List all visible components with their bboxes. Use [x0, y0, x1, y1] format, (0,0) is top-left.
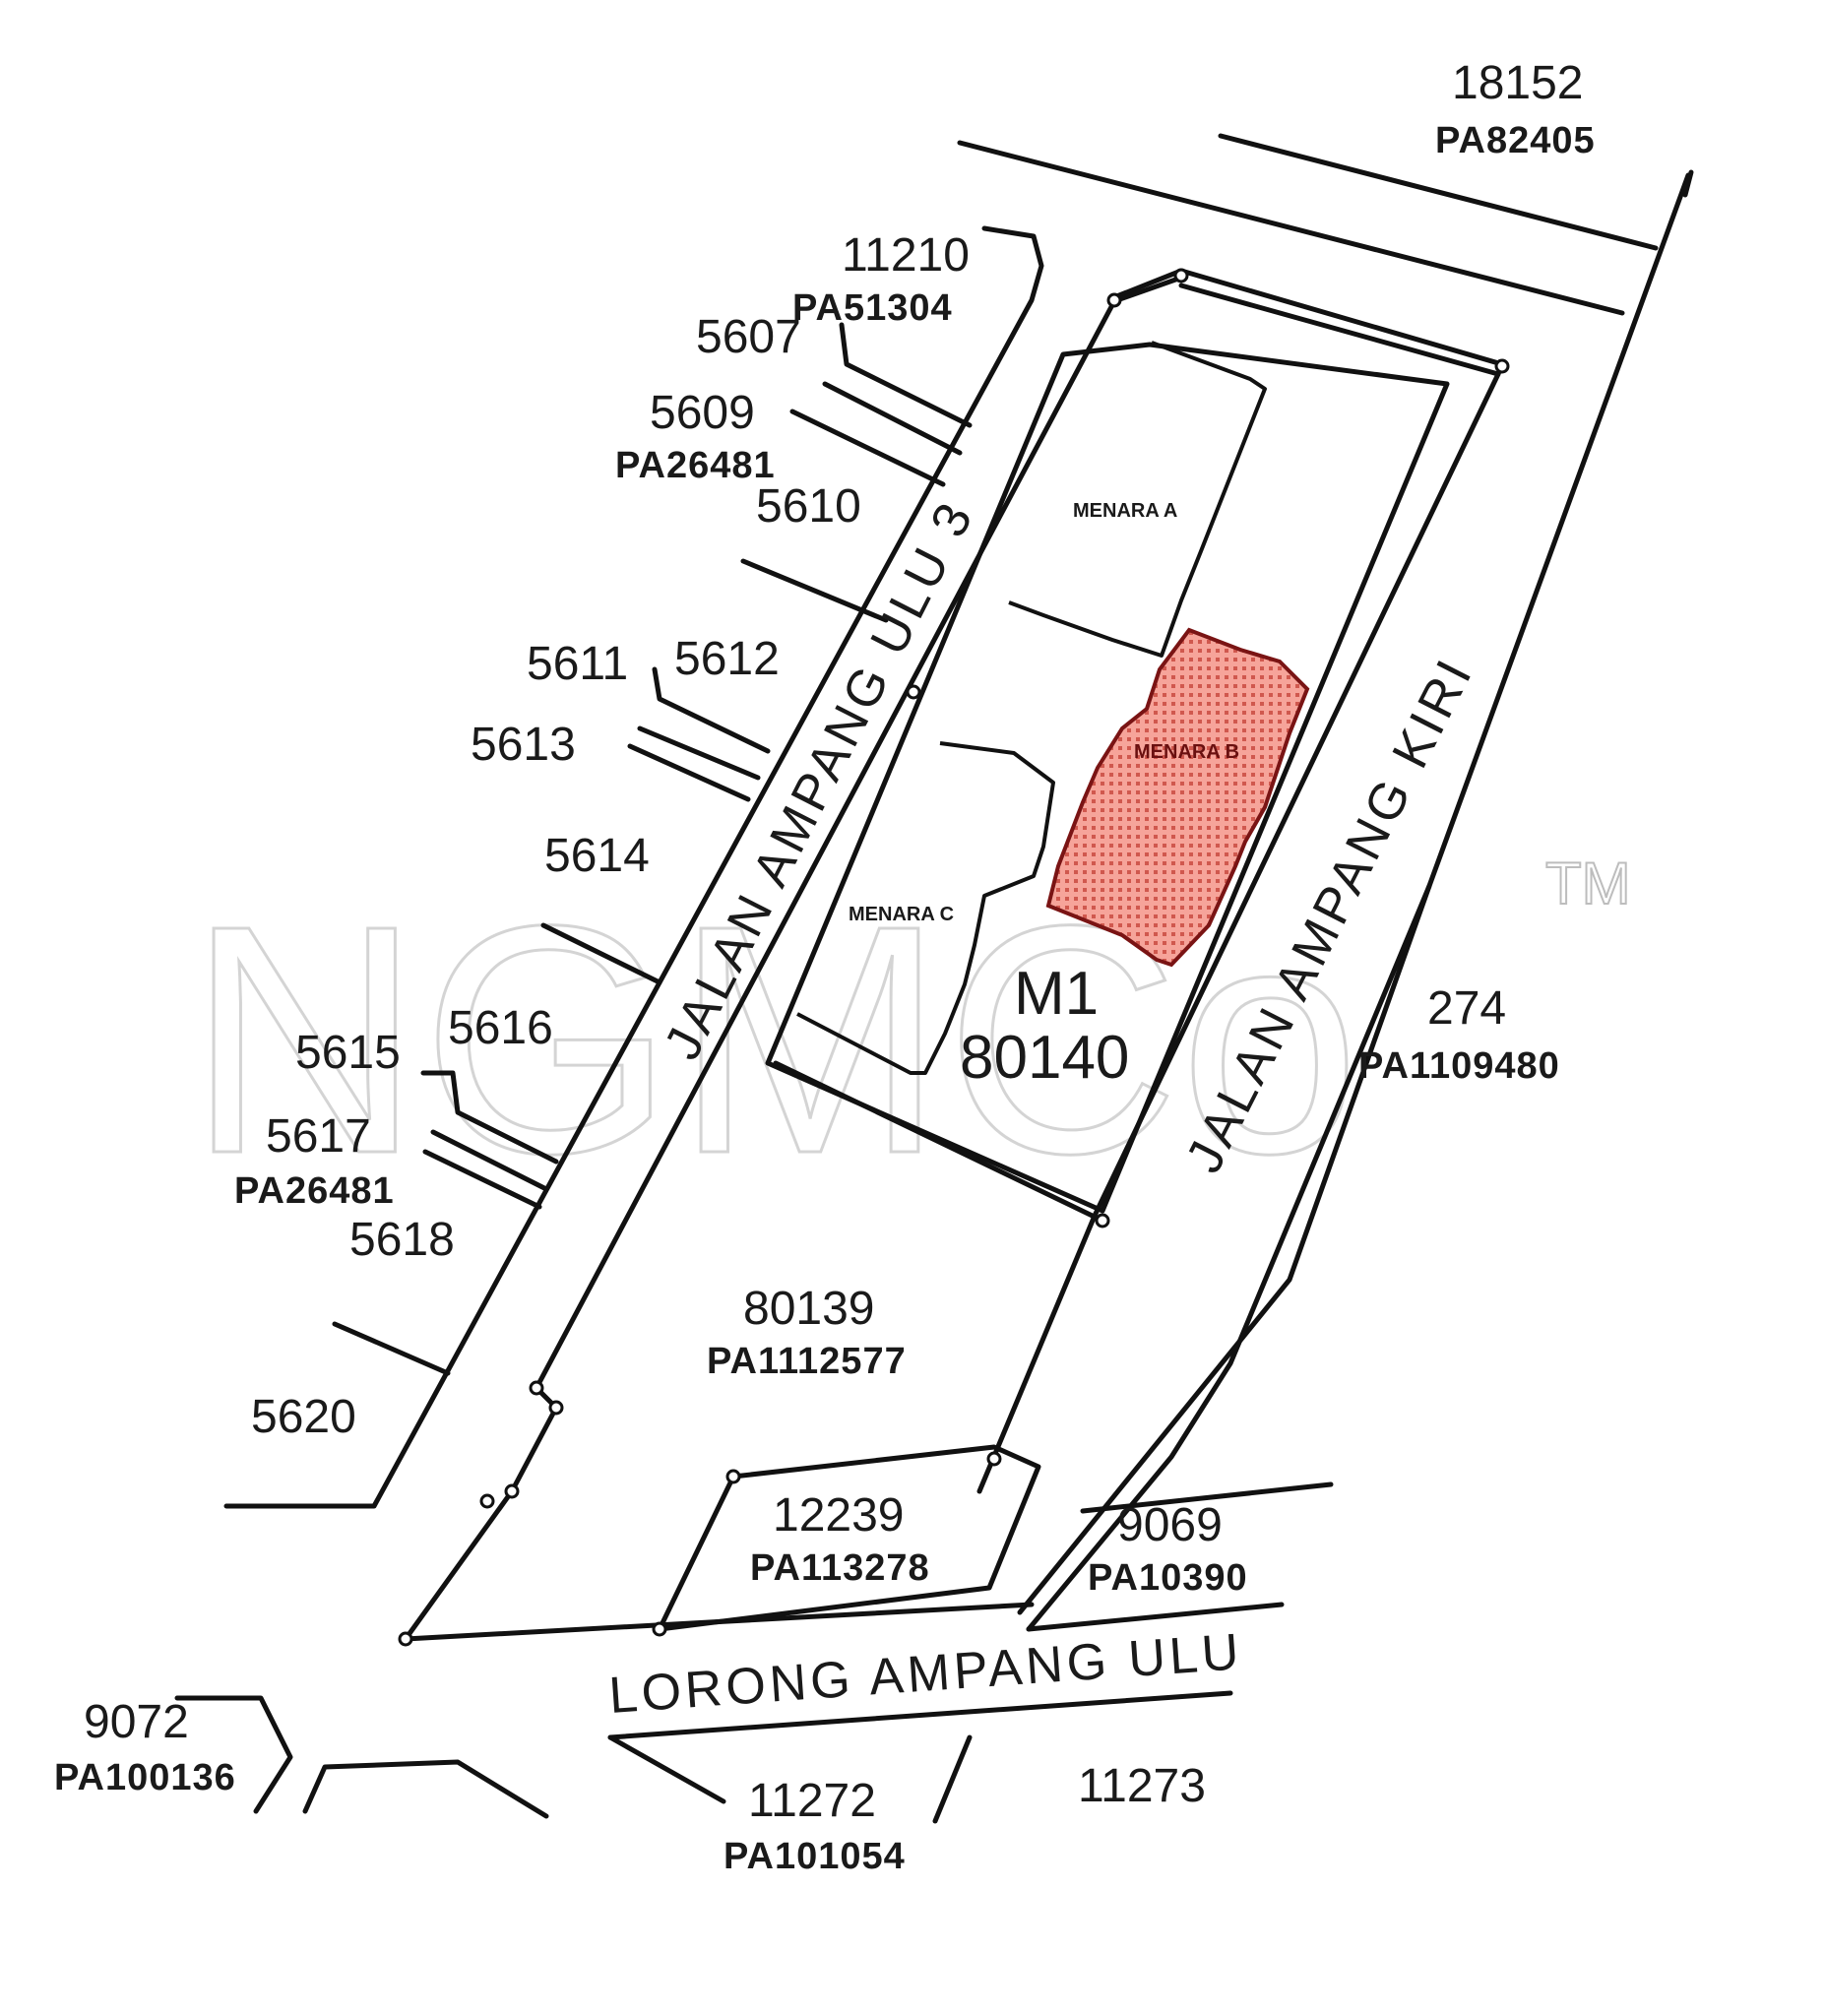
- lot-number: 5618: [349, 1214, 455, 1266]
- lot-5612[interactable]: 5612: [674, 633, 780, 685]
- lot-11210[interactable]: 11210 PA51304: [792, 229, 970, 329]
- lot-pa-number: PA101054: [724, 1836, 906, 1877]
- lot-pa-number: PA10390: [1088, 1557, 1248, 1599]
- lot-274[interactable]: 274 PA1109480: [1358, 982, 1560, 1087]
- lot-number: 5617: [266, 1110, 371, 1163]
- lot-divider: [773, 1060, 1105, 1224]
- lot-5611[interactable]: 5611: [527, 638, 628, 690]
- building-menara-c[interactable]: MENARA C: [796, 741, 1055, 1075]
- lot-5613[interactable]: 5613: [471, 719, 576, 771]
- lot-5610[interactable]: 5610: [756, 480, 861, 533]
- lot-number: 5613: [471, 719, 576, 771]
- southern-lot-lines: [174, 1444, 1334, 1824]
- lot-9072[interactable]: 9072 PA100136: [54, 1696, 236, 1798]
- lot-9069[interactable]: 9069 PA10390: [1088, 1499, 1248, 1599]
- lot-number: 5615: [295, 1027, 401, 1079]
- lot-pa-number: PA51304: [792, 287, 953, 329]
- lot-pa-number: PA26481: [234, 1170, 395, 1212]
- lot-number: 5610: [756, 480, 861, 533]
- main-lot-code: M1: [1014, 960, 1099, 1028]
- lot-80139[interactable]: 80139 PA1112577: [707, 1283, 907, 1382]
- lot-pa-number: PA26481: [615, 445, 776, 486]
- lot-pa-number: PA1112577: [707, 1341, 907, 1382]
- lot-number: 5607: [696, 311, 801, 363]
- jalan-ampang-kiri-west-edge: [976, 1213, 1098, 1494]
- lot-5620[interactable]: 5620: [251, 1391, 356, 1443]
- lot-number: 11273: [1078, 1760, 1206, 1812]
- menara-b-label: MENARA B: [1134, 741, 1239, 763]
- lot-number: 11272: [748, 1775, 876, 1827]
- lot-number: 5620: [251, 1391, 356, 1443]
- lot-number: 5609: [650, 387, 755, 439]
- lot-number: 9069: [1117, 1499, 1223, 1551]
- main-lot-label: M1 80140: [960, 960, 1129, 1092]
- lot-number: 5614: [544, 830, 650, 882]
- main-lot-number: 80140: [960, 1024, 1129, 1092]
- lot-number: 18152: [1452, 57, 1583, 109]
- menara-c-label: MENARA C: [849, 904, 954, 925]
- jalan-ampang-kiri-east-edge: [1026, 883, 1432, 1632]
- lot-number: 11210: [842, 229, 970, 282]
- top-boundaries: [957, 133, 1694, 1615]
- lot-number: 274: [1427, 982, 1506, 1035]
- lot-pa-number: PA113278: [750, 1547, 930, 1589]
- lot-number: 9072: [84, 1696, 189, 1748]
- lot-pa-number: PA100136: [54, 1757, 236, 1798]
- western-lot-lines: [332, 322, 973, 1376]
- lot-number: 80139: [743, 1283, 874, 1335]
- building-menara-a[interactable]: MENARA A: [1008, 341, 1267, 658]
- building-menara-b-highlighted[interactable]: MENARA B: [1045, 627, 1310, 968]
- survey-nodes: [398, 268, 1510, 1647]
- lot-number: 5612: [674, 633, 780, 685]
- m1-lot-boundary[interactable]: [403, 275, 1501, 1642]
- lot-5615[interactable]: 5615: [295, 1027, 401, 1079]
- lot-pa-number: PA1109480: [1358, 1045, 1560, 1087]
- lot-5607[interactable]: 5607: [696, 311, 801, 363]
- lot-12239[interactable]: 12239 PA113278: [750, 1489, 930, 1589]
- lot-pa-number: PA82405: [1435, 120, 1596, 161]
- lot-11272[interactable]: 11272 PA101054: [724, 1775, 906, 1877]
- lot-5616[interactable]: 5616: [448, 1002, 553, 1054]
- lot-number: 5611: [527, 638, 628, 690]
- lot-5609[interactable]: 5609 PA26481: [615, 387, 776, 486]
- lot-5614[interactable]: 5614: [544, 830, 650, 882]
- lot-number: 5616: [448, 1002, 553, 1054]
- menara-a-label: MENARA A: [1073, 500, 1177, 522]
- road-label-lorong-ampang-ulu: LORONG AMPANG ULU: [607, 1623, 1244, 1725]
- lot-5618[interactable]: 5618: [349, 1214, 455, 1266]
- lot-number: 12239: [773, 1489, 904, 1542]
- lot-5617[interactable]: 5617 PA26481: [234, 1110, 395, 1212]
- lot-11273[interactable]: 11273: [1078, 1760, 1206, 1812]
- watermark-tm: TM: [1545, 850, 1631, 916]
- lot-18152[interactable]: 18152 PA82405: [1435, 57, 1596, 161]
